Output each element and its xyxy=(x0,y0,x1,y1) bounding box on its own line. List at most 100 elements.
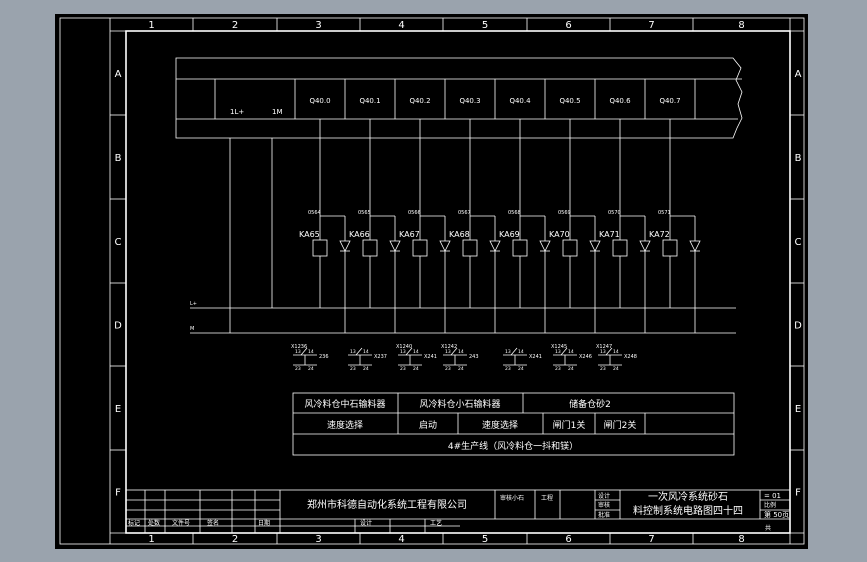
row-marker-left: B xyxy=(115,153,122,164)
relay-wire-number: 0567 xyxy=(458,210,471,216)
right-label-1: 设计 xyxy=(598,492,610,500)
column-marker-top: 6 xyxy=(565,20,571,31)
function-table: 风冷料仓中石输料器 风冷料仓小石输料器 储备仓砂2 速度选择 启动 速度选择 闸… xyxy=(292,392,735,456)
contact-wire-left: X1245 xyxy=(551,344,567,350)
contact-wire-right: X237 xyxy=(374,354,387,360)
func-cell-3: 4#生产线（风冷料仓一抖和镁） xyxy=(448,440,578,452)
diode-symbol xyxy=(389,240,401,252)
supply-label-m: 1M xyxy=(272,108,283,116)
contact-symbol xyxy=(560,347,568,356)
relay-coil-section: 0564KA650565KA660566KA670567KA680568KA69… xyxy=(299,119,701,333)
contact-wire-right: 236 xyxy=(319,354,329,360)
contact-pin: 14 xyxy=(413,349,419,355)
diode-symbol xyxy=(539,240,551,252)
relay-coil xyxy=(662,239,678,257)
bottom-label-8: 共 xyxy=(765,524,771,532)
func-cell-2-4: 闸门1关 xyxy=(553,419,586,431)
relay-name: KA71 xyxy=(599,230,620,239)
contact-pin: 23 xyxy=(555,366,561,372)
contact-pin: 13 xyxy=(555,349,561,355)
relay-name: KA67 xyxy=(399,230,420,239)
contact-pin: 14 xyxy=(308,349,314,355)
power-bus: L+ M xyxy=(190,301,736,334)
func-cell-1-3: 储备仓砂2 xyxy=(569,398,611,410)
bottom-label-7: 工艺 xyxy=(430,519,442,527)
func-cell-2-3: 速度选择 xyxy=(482,419,518,431)
contact-symbol xyxy=(605,347,613,356)
row-marker-left: A xyxy=(115,69,122,80)
contact-pin: 14 xyxy=(613,349,619,355)
column-marker-top: 2 xyxy=(232,20,238,31)
contact-pin: 13 xyxy=(400,349,406,355)
diode-symbol xyxy=(489,240,501,252)
func-cell-2-5: 闸门2关 xyxy=(604,419,637,431)
contact-wire-right: X248 xyxy=(624,354,637,360)
contact-pin: 23 xyxy=(600,366,606,372)
bus-label-top: L+ xyxy=(190,301,197,307)
contact-symbol xyxy=(450,347,458,356)
drawing-title-2: 料控制系统电路图四十四 xyxy=(633,504,743,517)
contact-pin: 24 xyxy=(613,366,619,372)
column-marker-top: 7 xyxy=(648,20,654,31)
plc-output-label: Q40.7 xyxy=(659,97,680,105)
diode-symbol xyxy=(439,240,451,252)
plc-output-label: Q40.0 xyxy=(309,97,330,105)
contact-wire-right: X246 xyxy=(579,354,592,360)
relay-coil xyxy=(512,239,528,257)
diode-symbol xyxy=(339,240,351,252)
row-marker-right: B xyxy=(795,153,802,164)
bottom-label-4: 签名 xyxy=(207,519,219,527)
column-marker-top: 8 xyxy=(738,20,744,31)
relay-wire-number: 0566 xyxy=(408,210,421,216)
bus-label-bottom: M xyxy=(190,326,194,332)
contact-pin: 24 xyxy=(568,366,574,372)
contact-pin: 23 xyxy=(400,366,406,372)
contact-pin: 23 xyxy=(445,366,451,372)
column-marker-top: 4 xyxy=(398,20,404,31)
column-marker-bottom: 7 xyxy=(648,534,654,545)
row-marker-left: D xyxy=(114,321,122,332)
contact-pin: 14 xyxy=(363,349,369,355)
bottom-label-3: 文件号 xyxy=(172,519,190,527)
column-marker-bottom: 6 xyxy=(565,534,571,545)
row-marker-left: C xyxy=(115,237,122,248)
sheet-code: = 01 xyxy=(764,492,781,500)
relay-name: KA66 xyxy=(349,230,370,239)
contact-pin: 24 xyxy=(458,366,464,372)
relay-wire-number: 0571 xyxy=(658,210,671,216)
page-number: 第 50页 xyxy=(764,510,789,519)
relay-wire-number: 0568 xyxy=(508,210,521,216)
column-marker-bottom: 5 xyxy=(482,534,488,545)
column-marker-top: 5 xyxy=(482,20,488,31)
plc-output-label: Q40.2 xyxy=(409,97,430,105)
column-marker-top: 3 xyxy=(315,20,321,31)
column-marker-top: 1 xyxy=(148,20,154,31)
contact-pin: 24 xyxy=(363,366,369,372)
diode-symbol xyxy=(689,240,701,252)
contact-pin: 14 xyxy=(518,349,524,355)
relay-coil xyxy=(562,239,578,257)
contact-pin: 13 xyxy=(600,349,606,355)
column-marker-bottom: 2 xyxy=(232,534,238,545)
right-label-4: 比例 xyxy=(764,501,776,509)
plc-output-label: Q40.3 xyxy=(459,97,480,105)
contact-wire-right: 243 xyxy=(469,354,479,360)
right-label-3: 批准 xyxy=(598,511,610,519)
column-marker-bottom: 3 xyxy=(315,534,321,545)
plc-output-label: Q40.5 xyxy=(559,97,580,105)
row-marker-right: A xyxy=(795,69,802,80)
drawing-title: 一次风冷系统砂石 xyxy=(648,490,728,503)
relay-name: KA65 xyxy=(299,230,320,239)
contact-pin: 24 xyxy=(308,366,314,372)
contact-wire-right: X241 xyxy=(529,354,542,360)
contact-wire-right: X241 xyxy=(424,354,437,360)
contact-pin: 13 xyxy=(295,349,301,355)
contact-wire-left: X1240 xyxy=(396,344,412,350)
supply-label-l: 1L+ xyxy=(230,108,244,116)
column-marker-bottom: 4 xyxy=(398,534,404,545)
contact-symbol xyxy=(300,347,308,356)
contact-pin: 23 xyxy=(505,366,511,372)
contact-pin: 13 xyxy=(350,349,356,355)
func-cell-1-2: 风冷料仓小石输料器 xyxy=(419,398,500,410)
